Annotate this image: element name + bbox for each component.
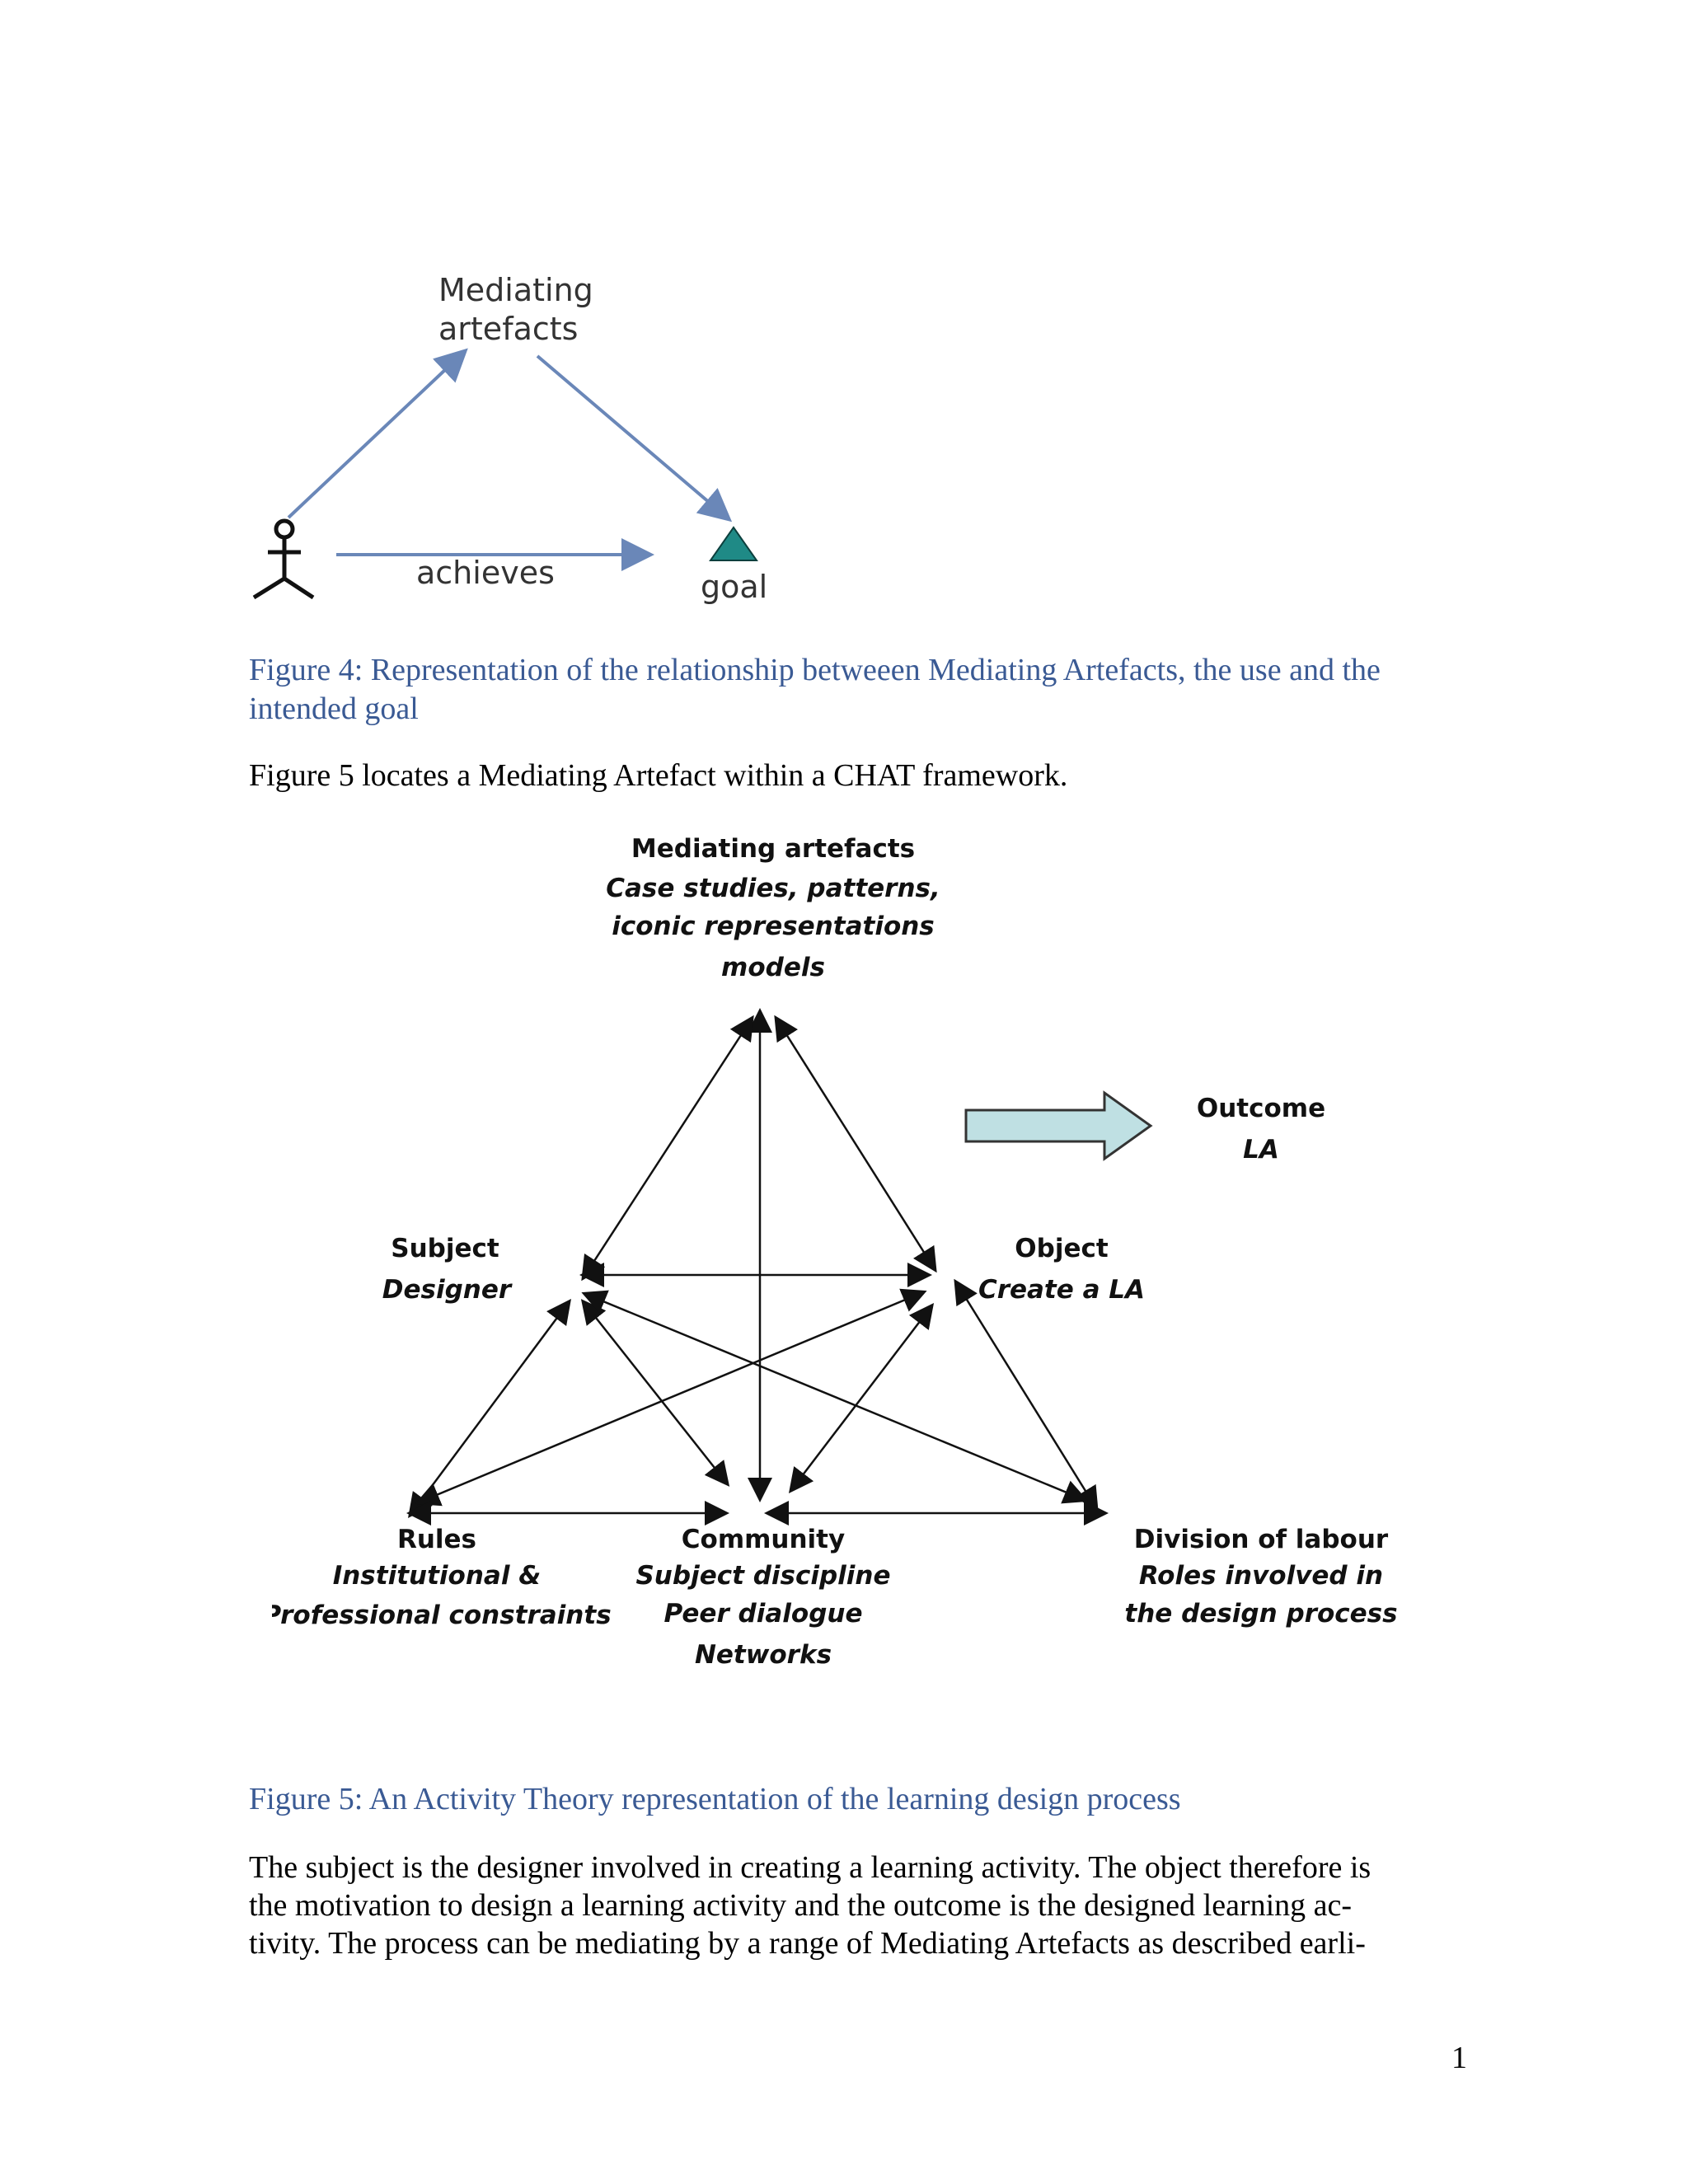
body-line-3: tivity. The process can be mediating by …: [249, 1926, 1366, 1961]
division-line-2: the design process: [1124, 1599, 1397, 1629]
object-division-arrow: [954, 1278, 1099, 1512]
mediating-subject-arrow: [581, 1015, 754, 1282]
outcome-title: Outcome: [1197, 1094, 1325, 1123]
object-title: Object: [1015, 1234, 1109, 1263]
community-line-3: Networks: [695, 1640, 832, 1670]
figure-5-svg: Mediating artefacts Case studies, patter…: [262, 834, 1397, 1670]
community-title: Community: [682, 1525, 845, 1554]
mediating-label-line2: artefacts: [438, 311, 578, 347]
figure-5-caption: Figure 5: An Activity Theory representat…: [249, 1782, 1181, 1816]
stick-figure-icon: [252, 518, 315, 600]
page-number: 1: [1451, 2041, 1467, 2075]
outcome-value: LA: [1243, 1135, 1279, 1165]
subject-division-arrow: [581, 1290, 1089, 1504]
intro-sentence: Figure 5 locates a Mediating Artefact wi…: [249, 758, 1068, 793]
object-rules-arrow: [415, 1288, 927, 1507]
outcome-arrow-icon: [964, 1090, 1153, 1161]
body-paragraph: The subject is the designer involved in …: [249, 1849, 1461, 1962]
body-line-2: the motivation to design a learning acti…: [249, 1888, 1353, 1923]
division-title: Division of labour: [1134, 1525, 1389, 1554]
mediating-title: Mediating artefacts: [631, 834, 915, 864]
division-line-1: Roles involved in: [1139, 1561, 1383, 1591]
rules-title: Rules: [397, 1525, 476, 1554]
mediating-line-3: models: [721, 953, 825, 982]
mediating-label-line1: Mediating: [438, 272, 593, 308]
object-community-arrow: [788, 1303, 935, 1493]
body-line-1: The subject is the designer involved in …: [249, 1850, 1372, 1885]
figure-5-diagram: Mediating artefacts Case studies, patter…: [262, 824, 1418, 1690]
mediating-line-1: Case studies, patterns,: [606, 874, 940, 903]
rules-line-2: Professional constraints: [272, 1601, 612, 1630]
figure-4-svg: Mediating artefacts achieves goal: [252, 272, 767, 605]
object-value: Create a LA: [978, 1275, 1145, 1305]
figure-4-caption: Figure 4: Representation of the relation…: [249, 653, 1381, 726]
community-line-2: Peer dialogue: [664, 1599, 863, 1629]
achieves-label: achieves: [416, 555, 555, 591]
community-line-1: Subject discipline: [635, 1561, 890, 1591]
rules-line-1: Institutional &: [333, 1561, 542, 1591]
mediating-object-arrow: [774, 1015, 937, 1273]
goal-label: goal: [701, 569, 767, 605]
mediating-to-goal-arrow: [536, 354, 733, 523]
mediating-line-2: iconic representations: [612, 912, 935, 941]
goal-triangle-icon: [709, 526, 758, 561]
figure-4-diagram: Mediating artefacts achieves goal: [239, 264, 799, 626]
activity-system-arrows: [406, 1008, 1109, 1526]
subject-rules-arrow: [408, 1298, 571, 1519]
subject-value: Designer: [382, 1275, 513, 1305]
subject-to-mediating-arrow: [287, 348, 468, 519]
subject-title: Subject: [391, 1234, 499, 1263]
subject-community-arrow: [580, 1299, 730, 1487]
